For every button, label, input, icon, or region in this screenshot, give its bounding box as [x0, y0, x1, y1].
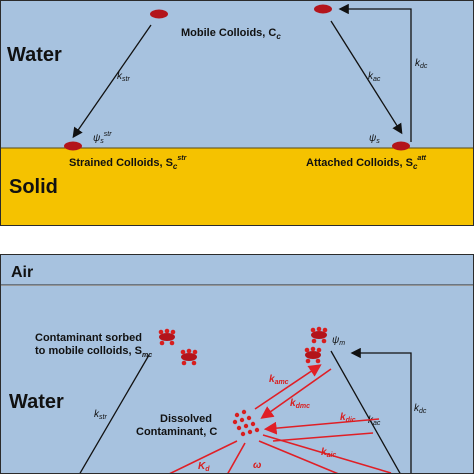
arrow-desorption-solid — [272, 432, 374, 442]
k-aic-label: kaic — [321, 447, 336, 459]
arrow-attachment-bottom — [330, 350, 401, 473]
colloid-with-sorbed-contaminant-2 — [180, 348, 198, 366]
water-region-bottom — [1, 286, 473, 473]
water-label: Water — [7, 44, 62, 66]
contaminant-transport-panel: Air Water Contaminant sorbed to mobile c… — [0, 254, 474, 474]
arrow-straining-bottom — [79, 354, 150, 473]
k-str-label: kstr — [117, 71, 130, 83]
k-dic-label: kdic — [340, 412, 356, 424]
colloid-with-sorbed-contaminant-1 — [158, 328, 176, 346]
colloid-with-sorbed-contaminant-3 — [310, 326, 328, 344]
mobile-colloid-left — [150, 9, 168, 19]
dissolved-label-line1: Dissolved — [160, 413, 212, 425]
mobile-colloid-right — [314, 4, 332, 14]
dissolved-label-line2: Contaminant, C — [136, 426, 217, 438]
psi-att-label: ψs — [369, 133, 380, 145]
arrow-k-amc — [254, 364, 322, 410]
mobile-colloids-label: Mobile Colloids, Cc — [181, 27, 281, 41]
attached-colloids-label: Attached Colloids, Scatt — [306, 155, 427, 171]
arrow-attachment — [330, 20, 403, 135]
k-dc-label: kdc — [415, 58, 428, 70]
contaminant-transport-diagram: Air Water Contaminant sorbed to mobile c… — [1, 255, 473, 473]
arrow-omega — [227, 442, 246, 473]
k-amc-label: kamc — [269, 374, 289, 386]
k-str-label-bottom: kstr — [94, 409, 107, 421]
k-dmc-label: kdmc — [290, 398, 310, 410]
omega-label: ω — [253, 460, 262, 471]
arrow-sorption-solid — [258, 440, 339, 473]
sorbed-label-line2: to mobile colloids, Smc — [35, 345, 152, 359]
air-region — [1, 255, 473, 285]
colloid-with-sorbed-contaminant-4 — [304, 346, 322, 364]
arrow-detachment — [338, 3, 412, 142]
psi-str-label: ψsstr — [93, 131, 112, 145]
air-label: Air — [11, 264, 33, 281]
water-label-bottom: Water — [9, 391, 64, 413]
arrow-k-dmc — [260, 368, 332, 419]
k-dc-label-bottom: kdc — [414, 403, 427, 415]
sorbed-label-line1: Contaminant sorbed — [35, 332, 142, 344]
arrow-k-dic — [263, 418, 380, 435]
arrow-k-d — [169, 440, 238, 473]
psi-m-label: ψm — [332, 335, 345, 347]
water-region — [1, 1, 473, 148]
arrow-detachment-bottom — [350, 347, 412, 473]
k-ac-label: kac — [368, 71, 381, 83]
dissolved-contaminant-dots — [232, 409, 260, 437]
attached-colloid — [392, 141, 410, 151]
solid-region — [1, 148, 473, 225]
colloid-transport-panel: Water Solid Mobile Colloids, Cc kstr kac… — [0, 0, 474, 226]
arrow-straining — [72, 24, 152, 139]
strained-colloids-label: Strained Colloids, Scstr — [69, 155, 188, 171]
arrow-k-aic — [262, 434, 392, 473]
strained-colloid — [64, 141, 82, 151]
colloid-transport-diagram: Water Solid Mobile Colloids, Cc kstr kac… — [1, 1, 473, 225]
solid-label: Solid — [9, 176, 58, 198]
k-d-label: Kd — [198, 461, 210, 473]
